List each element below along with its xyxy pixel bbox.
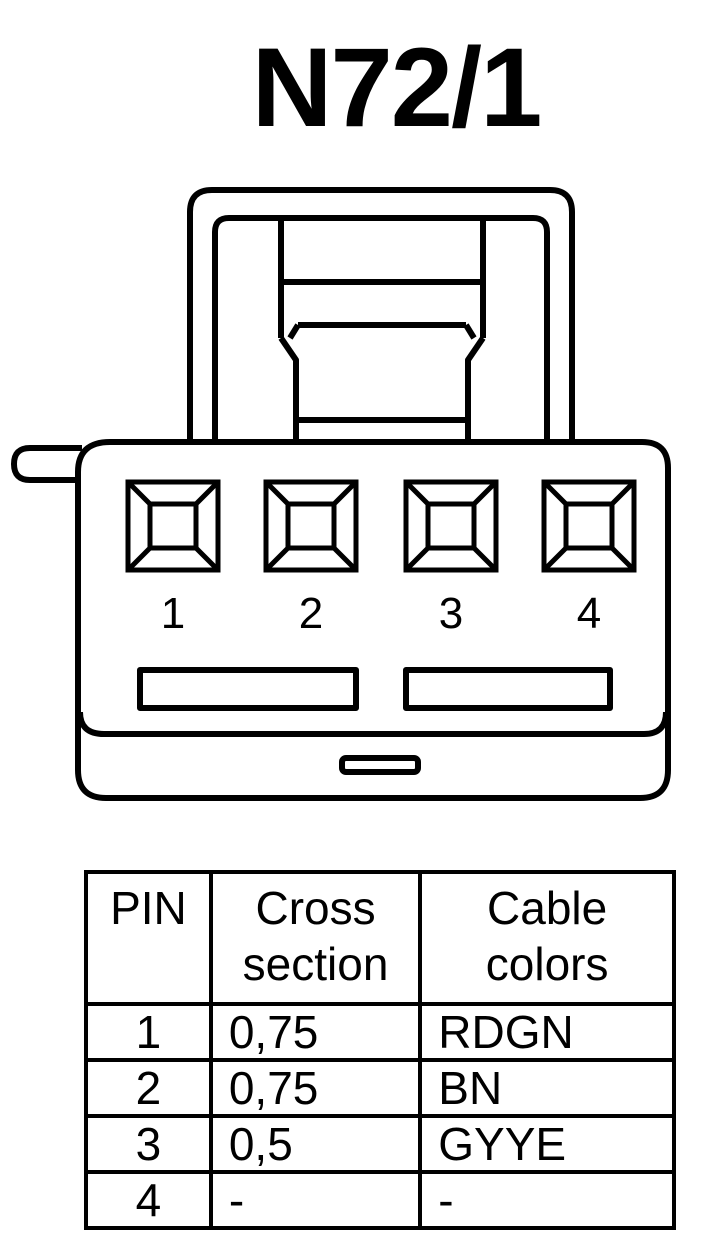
header-cross-section: Cross section (208, 870, 423, 1006)
cell-cross-section: 0,75 (208, 1002, 423, 1062)
connector-diagram: 1 2 3 4 (11, 187, 671, 801)
locking-bracket-inner (212, 215, 550, 442)
table-row: 4 - - (84, 1170, 676, 1230)
pin-label-2: 2 (299, 589, 323, 638)
side-tab (11, 445, 82, 483)
cell-pin: 1 (84, 1002, 213, 1062)
pin-label-1: 1 (161, 589, 185, 638)
header-cable-colors: Cable colors (418, 870, 676, 1006)
key-slot-left (137, 667, 359, 711)
pin-terminal-1 (125, 479, 221, 573)
cell-pin: 4 (84, 1170, 213, 1230)
header-pin: PIN (84, 870, 213, 1006)
pin-assignment-table: PIN Cross section Cable colors 1 0,75 RD… (84, 870, 676, 1230)
pin-terminal-4 (541, 479, 637, 573)
cell-cross-section: - (208, 1170, 423, 1230)
pin-label-3: 3 (439, 589, 463, 638)
connector-title: N72/1 (251, 25, 543, 150)
cell-cable-color: - (418, 1170, 676, 1230)
housing-slot (339, 755, 421, 775)
table-row: 3 0,5 GYYE (84, 1114, 676, 1174)
cell-cable-color: RDGN (418, 1002, 676, 1062)
connector-housing (75, 439, 671, 801)
locking-bracket-outer (187, 187, 575, 442)
table-row: 1 0,75 RDGN (84, 1002, 676, 1062)
cell-pin: 3 (84, 1114, 213, 1174)
table-row: 2 0,75 BN (84, 1058, 676, 1118)
key-slot-right (403, 667, 613, 711)
pin-terminal-3 (403, 479, 499, 573)
cell-cross-section: 0,5 (208, 1114, 423, 1174)
cell-cable-color: GYYE (418, 1114, 676, 1174)
cell-pin: 2 (84, 1058, 213, 1118)
latch-tongue (278, 336, 299, 442)
cell-cross-section: 0,75 (208, 1058, 423, 1118)
table-header-row: PIN Cross section Cable colors (84, 870, 676, 1006)
pin-terminal-2 (263, 479, 359, 573)
cell-cable-color: BN (418, 1058, 676, 1118)
pin-label-4: 4 (577, 589, 601, 638)
